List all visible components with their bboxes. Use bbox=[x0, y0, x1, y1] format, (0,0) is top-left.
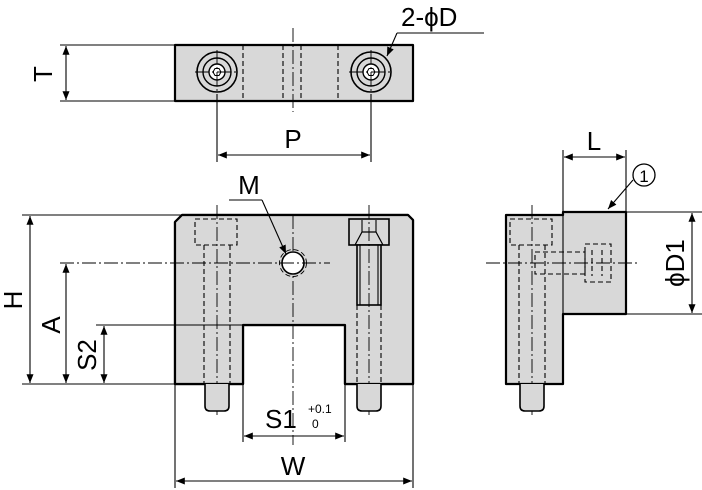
dimension-p-label: P bbox=[284, 124, 301, 154]
side-view-body bbox=[504, 210, 628, 386]
dimension-s1-tol-upper: +0.1 bbox=[308, 402, 332, 416]
callout-label: 1 bbox=[639, 167, 648, 186]
holes-leader bbox=[386, 32, 398, 57]
holes-label: 2-ϕD bbox=[401, 2, 457, 32]
side-view: L 1 ϕD1 bbox=[486, 126, 702, 415]
front-view: M H A S2 S1 +0.1 0 W bbox=[0, 170, 415, 488]
front-pin-left bbox=[204, 384, 230, 412]
top-view-hole-right bbox=[349, 50, 393, 94]
thread-leader bbox=[261, 199, 287, 255]
front-pin-right bbox=[356, 384, 382, 412]
dimension-a-label: A bbox=[36, 316, 66, 334]
thread-label: M bbox=[238, 170, 260, 200]
top-view-hole-left bbox=[195, 50, 239, 94]
dimension-t-label: T bbox=[28, 66, 58, 82]
top-view: T P 2-ϕD bbox=[28, 2, 484, 162]
dimension-s1-label: S1 bbox=[265, 404, 297, 434]
dimension-d1-label: ϕD1 bbox=[660, 239, 690, 287]
dimension-s1-tol-lower: 0 bbox=[312, 417, 319, 431]
dimension-l-label: L bbox=[587, 126, 601, 156]
callout-circle bbox=[632, 163, 656, 187]
callout-leader bbox=[607, 179, 634, 210]
dimension-w-label: W bbox=[281, 451, 306, 481]
dimension-h-label: H bbox=[0, 291, 28, 310]
dimension-s2-label: S2 bbox=[72, 339, 102, 371]
side-pin bbox=[519, 384, 545, 412]
